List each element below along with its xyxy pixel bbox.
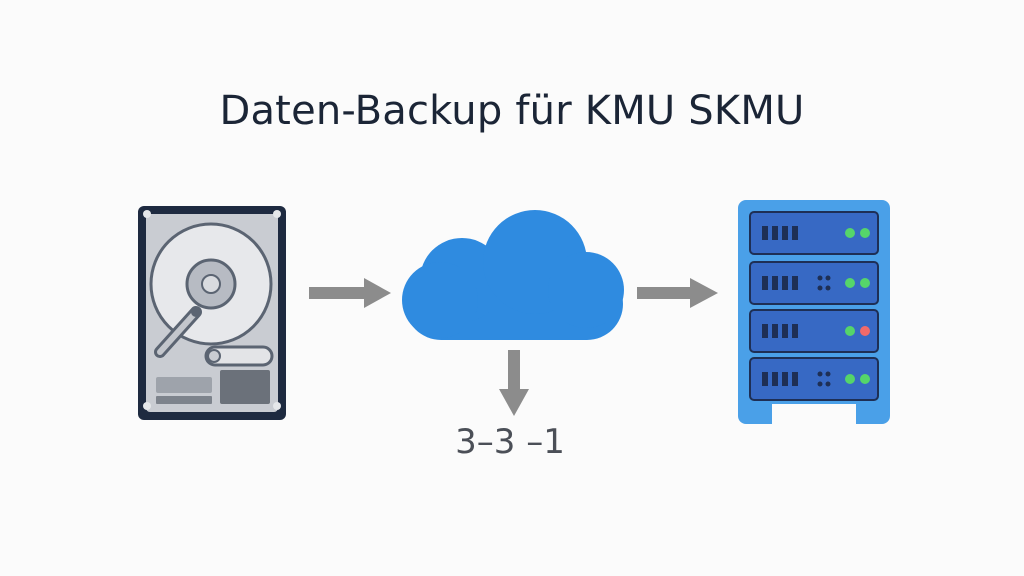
hard-drive-icon xyxy=(138,206,286,420)
arrow-right-icon xyxy=(309,278,391,308)
backup-rule-caption: 3–3 –1 xyxy=(455,422,565,462)
cloud-icon xyxy=(402,210,624,340)
arrow-down-icon xyxy=(499,350,529,416)
server-rack-icon xyxy=(738,200,890,424)
arrow-right-icon xyxy=(637,278,718,308)
diagram-title: Daten-Backup für KMU SKMU xyxy=(219,88,805,134)
